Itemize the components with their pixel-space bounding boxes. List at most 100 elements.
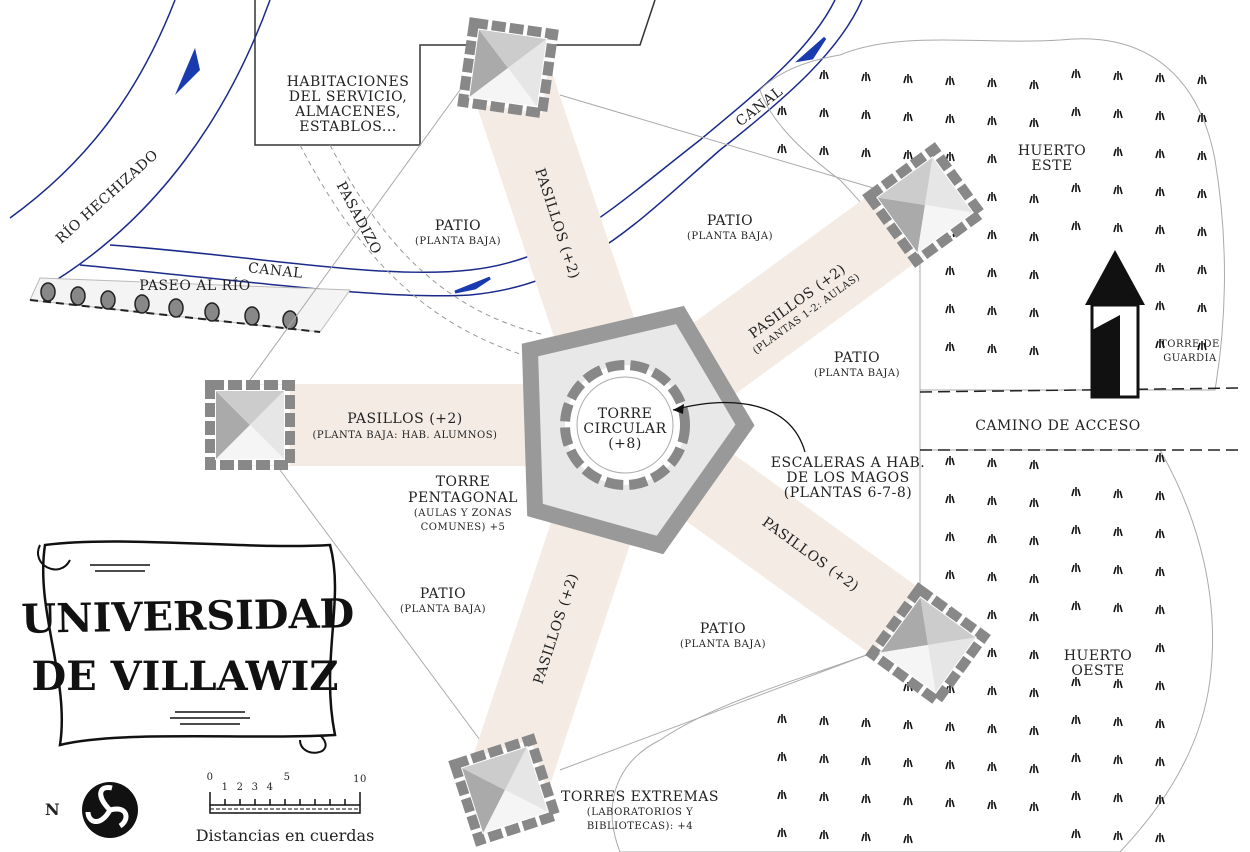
grass-icon [1029,80,1039,90]
grass-icon [987,534,997,544]
grass-icon [903,150,913,160]
svg-text:OESTE: OESTE [1071,663,1124,679]
grass-icon [1071,601,1081,611]
square-tower [205,380,295,470]
tree-icon [100,290,116,310]
grass-icon [819,146,829,156]
grass-icon [1155,73,1165,83]
grass-icon [1155,301,1165,311]
svg-text:4: 4 [267,782,274,793]
grass-icon [861,794,871,804]
square-tower [862,142,988,268]
grass-icon [987,762,997,772]
service-building [254,0,656,146]
tree-icon [244,306,260,326]
grass-icon [861,110,871,120]
grass-icon [777,714,787,724]
svg-text:(PLANTAS 6-7-8): (PLANTAS 6-7-8) [784,485,912,501]
grass-icon [1071,791,1081,801]
square-tower [457,17,559,119]
svg-text:(PLANTA BAJA): (PLANTA BAJA) [680,639,766,650]
grass-icon [945,722,955,732]
svg-text:(PLANTA BAJA: HAB. ALUMNOS): (PLANTA BAJA: HAB. ALUMNOS) [313,430,498,441]
compass-north-label: N [45,800,60,819]
end-towers [205,17,991,847]
grass-icon [1029,460,1039,470]
grass-icon [861,832,871,842]
grass-icon [1071,753,1081,763]
svg-text:DEL SERVICIO,: DEL SERVICIO, [289,89,408,105]
svg-text:PASILLOS (+2): PASILLOS (+2) [347,411,463,427]
grass-icon [861,718,871,728]
grass-icon [903,796,913,806]
grass-icon [987,78,997,88]
grass-icon [945,76,955,86]
svg-text:2: 2 [237,782,244,793]
grass-icon [903,834,913,844]
grass-icon [945,456,955,466]
grass-icon [1071,487,1081,497]
garden-west [611,449,1214,852]
grass-icon [861,72,871,82]
grass-icon [903,758,913,768]
svg-text:TORRE DE: TORRE DE [1160,339,1220,350]
svg-text:3: 3 [252,782,259,793]
svg-text:PENTAGONAL: PENTAGONAL [408,490,518,506]
grass-icon [1071,69,1081,79]
grass-icon [1029,802,1039,812]
garden-east [759,38,1225,391]
grass-icon [819,792,829,802]
svg-text:ESTE: ESTE [1031,158,1072,174]
grass-icon [1113,831,1123,841]
grass-icon [819,70,829,80]
grass-icon [903,112,913,122]
tree-icon [168,298,184,318]
grass-icon [1071,677,1081,687]
canal-arrow [795,36,827,63]
river [9,0,271,291]
patio-label: PATIO(PLANTA BAJA) [814,350,899,379]
grass-icon [1029,194,1039,204]
grass-icon [1155,111,1165,121]
grass-icon [861,148,871,158]
grass-icon [861,756,871,766]
grass-icon [1029,536,1039,546]
svg-text:(AULAS Y ZONAS: (AULAS Y ZONAS [414,508,512,519]
grass-icon [1155,757,1165,767]
grass-icon [987,610,997,620]
grass-icon [987,458,997,468]
canal-label: CANAL [247,260,303,282]
circular-tower-label: TORRE CIRCULAR (+8) [583,406,666,452]
svg-text:0: 0 [207,772,214,783]
grass-icon [1029,118,1039,128]
grass-icon [1197,303,1207,313]
svg-text:CIRCULAR: CIRCULAR [583,421,666,437]
grass-icon [1113,71,1123,81]
grass-icon [987,116,997,126]
square-tower [865,582,991,708]
grass-icon [903,720,913,730]
grass-icon [1029,346,1039,356]
grass-icon [1029,308,1039,318]
grass-icon [1113,603,1123,613]
svg-text:(PLANTA BAJA): (PLANTA BAJA) [687,231,773,242]
grass-icon [1071,183,1081,193]
grass-icon [1155,149,1165,159]
grass-icon [1197,75,1207,85]
grass-icon [987,800,997,810]
grass-icon [1155,567,1165,577]
grass-icon [1155,491,1165,501]
grass-icon [987,572,997,582]
grass-icon [777,144,787,154]
svg-text:PATIO: PATIO [700,621,746,637]
svg-text:PATIO: PATIO [834,350,880,366]
service-label: HABITACIONES DEL SERVICIO, ALMACENES, ES… [287,74,409,135]
grass-icon [1155,453,1165,463]
grass-icon [987,268,997,278]
grass-icon [819,716,829,726]
grass-icon [1029,612,1039,622]
river-label: RÍO HECHIZADO [52,145,162,247]
access-road-label: CAMINO DE ACCESO [975,418,1141,434]
grass-icon [1113,679,1123,689]
